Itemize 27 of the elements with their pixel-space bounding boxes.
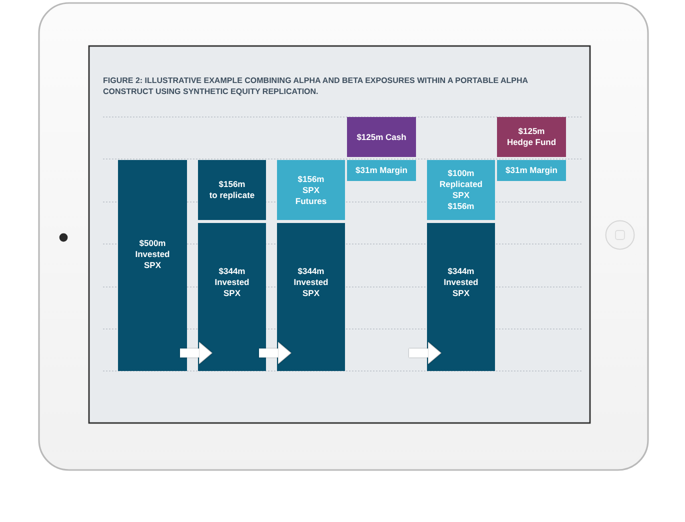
box-label: $100m Replicated SPX $156m xyxy=(438,168,484,212)
block-arrow xyxy=(409,342,442,364)
box-label: $31m Margin xyxy=(356,165,408,176)
box-label: $156m SPX Futures xyxy=(294,174,328,206)
amount-box xyxy=(198,160,266,220)
amount-box xyxy=(427,160,495,220)
amount-box xyxy=(277,160,345,220)
amount-box xyxy=(497,160,566,181)
box-label: $344m Invested SPX xyxy=(442,266,480,299)
amount-box xyxy=(497,117,566,157)
box-label: $344m Invested SPX xyxy=(292,266,330,299)
figure-title: FIGURE 2: ILLUSTRATIVE EXAMPLE COMBINING ALPHA AND BETA EXPOSURES WITHIN A PORTABLE ALPHA CONSTRUCT USING SYNTHETIC EQUITY REPLICATION. xyxy=(103,75,529,97)
box-label: $344m Invested SPX xyxy=(214,266,250,299)
amount-box xyxy=(118,160,187,371)
block-arrow xyxy=(259,342,292,364)
amount-box xyxy=(347,160,416,181)
amount-box xyxy=(347,117,416,157)
box-label: $125m Hedge Fund xyxy=(506,126,558,148)
box-label: $31m Margin xyxy=(506,165,558,176)
box-label: $500m Invested SPX xyxy=(134,238,171,271)
box-label: to replicate xyxy=(209,190,255,201)
amount-box xyxy=(427,223,495,371)
amount-box xyxy=(198,223,266,371)
amount-box xyxy=(277,223,345,371)
block-arrow xyxy=(180,342,212,364)
box-label: $125m Cash xyxy=(356,132,406,142)
box-label: $156m xyxy=(218,179,246,190)
